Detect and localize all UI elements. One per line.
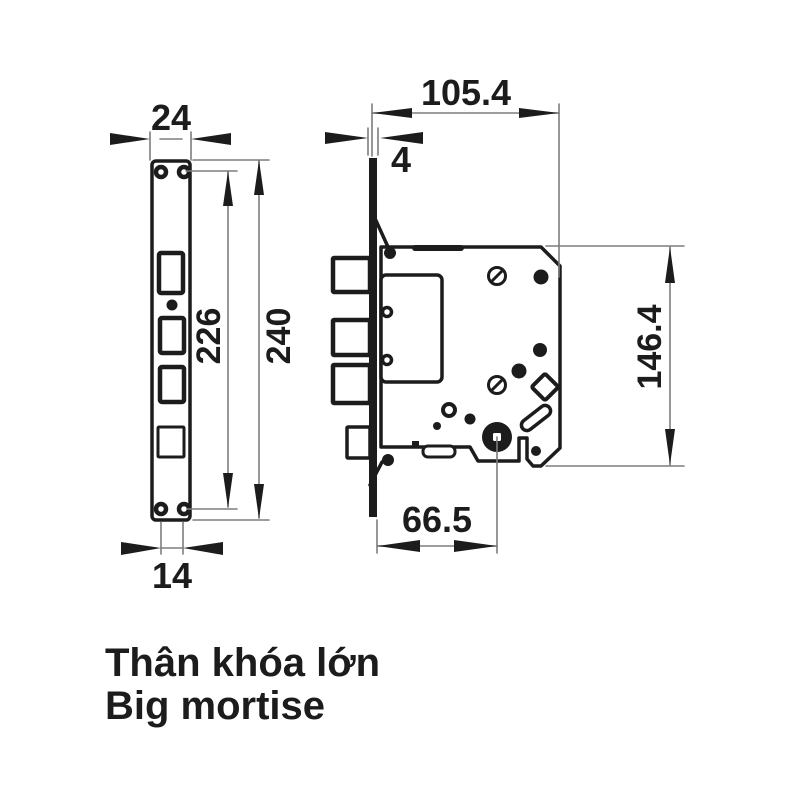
deadbolt-pin-2 bbox=[330, 317, 373, 358]
deadbolt-pin-1 bbox=[330, 255, 373, 295]
post-center bbox=[464, 413, 476, 425]
caption-vietnamese: Thân khóa lớn bbox=[105, 641, 381, 685]
dim-body-depth: 105.4 bbox=[421, 72, 511, 113]
diamond-cam bbox=[530, 372, 560, 402]
post-mid-right bbox=[533, 343, 547, 357]
front-view-dimensions bbox=[149, 131, 270, 555]
screw-slot-mid bbox=[490, 378, 504, 392]
rivet-top-left bbox=[384, 247, 396, 259]
faceplate-edge bbox=[369, 158, 377, 517]
bottom-tab bbox=[412, 441, 419, 447]
front-view-dimension-arrows bbox=[110, 133, 264, 555]
screw-hole-top-left bbox=[153, 164, 169, 180]
deadbolt-pin-3 bbox=[330, 362, 373, 406]
side-view-dimensions bbox=[367, 103, 685, 554]
caption: Thân khóa lớn Big mortise bbox=[105, 642, 380, 728]
screw-hole-bottom-left bbox=[153, 501, 169, 517]
post-top-right bbox=[533, 269, 549, 285]
dim-faceplate-thickness: 4 bbox=[391, 139, 411, 180]
dim-plate-width: 24 bbox=[151, 97, 191, 138]
dim-body-height: 146.4 bbox=[631, 304, 669, 389]
pivot-ring bbox=[441, 402, 457, 418]
dim-screw-hole-spacing: 14 bbox=[152, 555, 192, 596]
cylinder-hole bbox=[166, 299, 178, 311]
dim-screw-hole-span: 226 bbox=[190, 308, 228, 365]
faceplate-weld-bottom bbox=[368, 460, 384, 487]
rivet-bottom-left bbox=[382, 454, 394, 466]
screw-slot-top bbox=[490, 269, 504, 283]
post-bottom-right bbox=[531, 446, 541, 456]
faceplate-weld-top bbox=[371, 212, 390, 249]
post-center-right bbox=[511, 363, 527, 379]
caption-english: Big mortise bbox=[105, 684, 326, 728]
post-small bbox=[433, 422, 441, 430]
side-view-dimension-arrows bbox=[325, 108, 675, 552]
side-view-lock-body bbox=[330, 158, 562, 517]
angled-slot bbox=[519, 403, 553, 433]
screw-hole-top-right bbox=[176, 164, 192, 180]
bottom-slot bbox=[421, 444, 457, 459]
deadbolt-cutout-2 bbox=[157, 315, 187, 356]
latch-bolt bbox=[345, 425, 372, 460]
gearbox-pin-2 bbox=[380, 353, 394, 367]
front-view-faceplate bbox=[150, 159, 192, 522]
dim-spindle-offset: 66.5 bbox=[402, 499, 472, 540]
deadbolt-cutout-1 bbox=[156, 250, 186, 296]
gearbox-housing bbox=[379, 273, 444, 384]
deadbolt-cutout-3 bbox=[157, 364, 187, 405]
latch-cutout bbox=[156, 425, 186, 459]
gearbox-pin-1 bbox=[380, 305, 394, 319]
dim-plate-height: 240 bbox=[260, 308, 298, 365]
